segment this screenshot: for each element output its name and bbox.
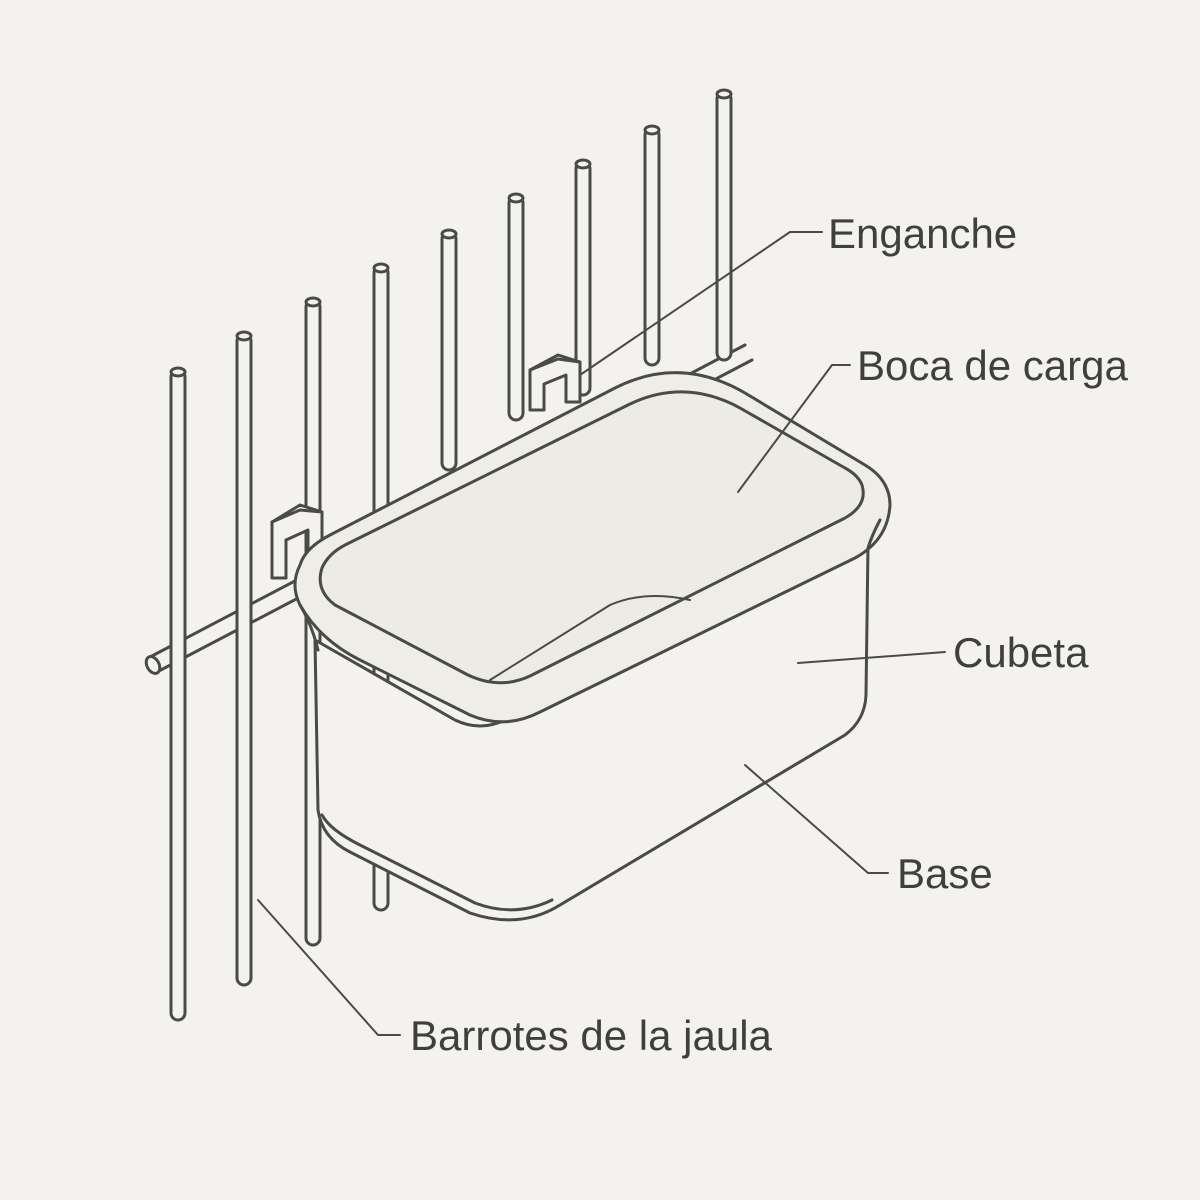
feeder-body [293,371,892,922]
cage-bar-cap [169,366,187,378]
cage-bar-cap [235,330,253,342]
leader-base [744,764,889,874]
leader-cubeta [797,651,946,664]
cage-bar-cap [715,88,733,100]
cage-bar [440,230,458,472]
right-hook [528,353,582,412]
leader-lines [257,231,946,1036]
label-barrotes-de-la-jaula: Barrotes de la jaula [410,1012,773,1059]
cage-bar-cap [440,228,458,240]
cage-bar-cap [304,296,322,308]
cage-bar-cap [574,158,592,170]
leader-boca [737,364,851,493]
cage-bar [507,194,525,422]
label-boca-de-carga: Boca de carga [857,342,1128,389]
cage-bar [235,332,253,987]
leader-enganche [579,231,823,376]
cage-bar-cap [507,192,525,204]
cage-bar-cap [372,262,390,274]
cage-bar [169,368,187,1022]
cage-bar-cap [643,124,661,136]
label-cubeta: Cubeta [953,629,1089,676]
label-base: Base [897,850,993,897]
leader-barrotes [257,899,401,1036]
cage-bar [715,90,733,362]
label-enganche: Enganche [828,210,1017,257]
